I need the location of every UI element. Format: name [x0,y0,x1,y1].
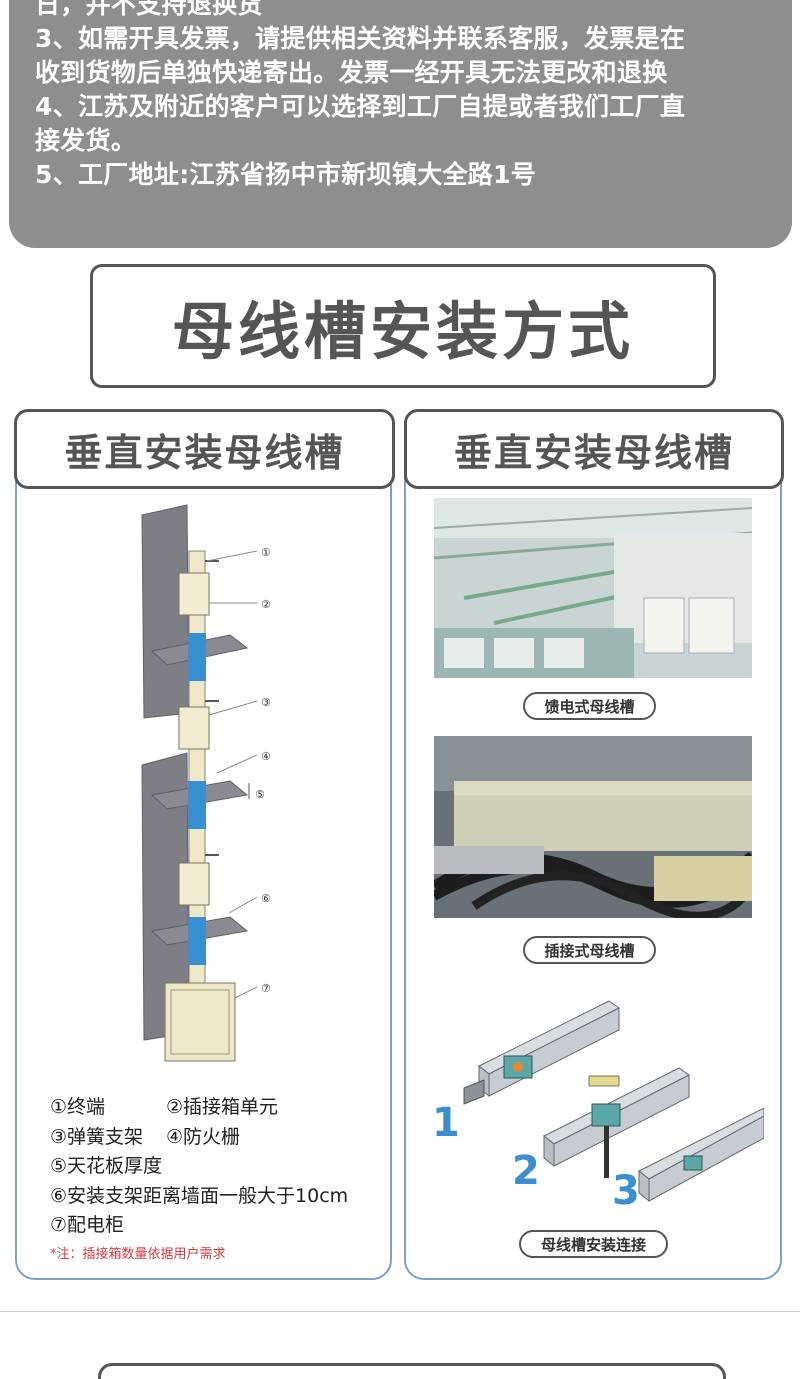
caption-plug-in: 插接式母线槽 [523,936,656,964]
legend-row: ⑥安装支架距离墙面一般大于10cm [50,1182,390,1212]
notice-line: 3、如需开具发票，请提供相关资料并联系客服，发票是在 [35,24,686,53]
diagram-marker: ⑥ [261,892,271,905]
step-number: 1 [432,1100,460,1146]
diagram-marker: ① [261,546,271,559]
panel-title: 垂直安装母线槽 [453,430,734,475]
diagram-marker: ② [261,598,271,611]
vertical-busway-diagram: ① ② ③ ④ ⑤ ⑥ ⑦ [141,504,271,1062]
plug-in-box [178,706,210,750]
plug-in-box [178,572,210,616]
busway-types-panel: 垂直安装母线槽 馈电式母线槽 插接式母线槽 [404,409,784,1280]
step-number: 3 [612,1168,640,1206]
plug-in-busway-photo [434,736,752,918]
diagram-marker: ④ [261,750,271,763]
notice-banner: 日，并不支持退换货 3、如需开具发票，请提供相关资料并联系客服，发票是在 收到货… [9,0,792,248]
distribution-cabinet [164,982,236,1062]
notice-line: 4、江苏及附近的客户可以选择到工厂自提或者我们工厂直 [35,92,686,121]
fire-barrier [188,917,206,965]
legend-row: ⑦配电柜 [50,1211,390,1241]
panel-header: 垂直安装母线槽 [14,409,395,489]
diagram-marker: ⑦ [261,982,271,995]
legend-item: ⑦配电柜 [50,1214,125,1236]
section-divider [0,1311,800,1312]
legend-item: ⑤天花板厚度 [50,1155,163,1177]
next-section-title-box [98,1363,726,1379]
legend-row: ①终端 ②插接箱单元 [50,1093,390,1123]
diagram-legend: ①终端 ②插接箱单元 ③弹簧支架 ④防火栅 ⑤天花板厚度 ⑥安装支架距离墙面一般大于… [50,1093,390,1262]
legend-row: ⑤天花板厚度 [50,1152,390,1182]
diagram-marker: ⑤ [255,788,265,801]
notice-line: 接发货。 [35,126,137,155]
legend-item: ①终端 [50,1096,106,1118]
cabinet-door [170,989,230,1055]
legend-item: ②插接箱单元 [166,1096,279,1118]
panel-title: 垂直安装母线槽 [64,430,345,475]
fire-barrier [188,781,206,829]
diagram-marker: ③ [261,696,271,709]
notice-line: 收到货物后单独快递寄出。发票一经开具无法更改和退换 [35,58,668,87]
caption-feeder: 馈电式母线槽 [523,692,656,720]
panel-header: 垂直安装母线槽 [404,409,784,489]
vertical-install-panel: 垂直安装母线槽 ① ② ③ [14,409,395,1280]
legend-row: ③弹簧支架 ④防火栅 [50,1123,390,1153]
busway-connection-illustration: 1 2 3 [432,1000,764,1206]
legend-item: ⑥安装支架距离墙面一般大于10cm [50,1184,349,1207]
legend-item: ③弹簧支架 [50,1125,144,1148]
legend-item: ④防火栅 [166,1125,241,1148]
plug-in-box [178,862,210,906]
step-number: 2 [512,1148,540,1194]
notice-line: 日，并不支持退换货 [35,0,263,19]
section-title: 母线槽安装方式 [171,295,634,368]
notice-line: 5、工厂地址:江苏省扬中市新坝镇大全路1号 [35,160,537,189]
feeder-busway-photo [434,498,752,678]
section-title-box: 母线槽安装方式 [90,264,716,388]
fire-barrier [188,633,206,681]
legend-note: *注：插接箱数量依据用户需求 [50,1246,226,1262]
caption-connection: 母线槽安装连接 [519,1230,668,1258]
